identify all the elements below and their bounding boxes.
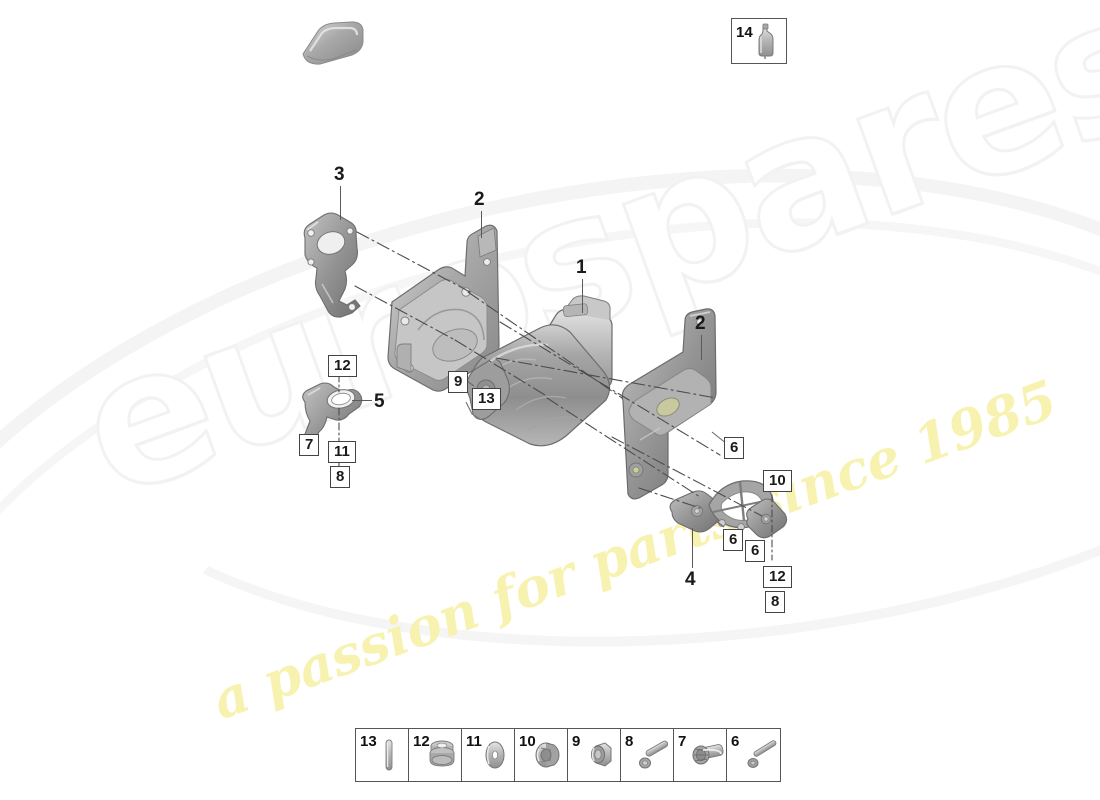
legend-item-13[interactable]: 13: [356, 729, 409, 781]
legend-item-10-number: 10: [519, 733, 536, 750]
callout-4-leader: [692, 528, 694, 568]
legend-item-7-number: 7: [678, 733, 687, 750]
assembly-axis-lines: [354, 231, 763, 517]
boxed-item-14: 14: [731, 18, 787, 64]
callout-8-right: 8: [765, 591, 786, 613]
slim-bolt-icon: [744, 734, 778, 776]
callout-5-label: 5: [374, 391, 385, 412]
legend-item-13-number: 13: [360, 733, 377, 750]
callout-6-lower: 6: [745, 540, 766, 562]
part-4-lower-support-bracket: [669, 480, 788, 539]
callout-8-left: 8: [330, 466, 351, 488]
callout-1-label: 1: [576, 257, 587, 278]
callout-2-right-leader: [701, 335, 703, 360]
hardware-legend: 13 12 11: [355, 728, 781, 782]
callout-10: 10: [763, 470, 792, 492]
oval-cover-part: [302, 21, 364, 65]
legend-item-7[interactable]: 7: [674, 729, 727, 781]
part-3-upper-support-bracket: [303, 212, 361, 318]
legend-item-6-number: 6: [731, 733, 740, 750]
callout-11: 11: [328, 441, 356, 463]
washer-icon: [478, 734, 512, 776]
legend-item-6[interactable]: 6: [727, 729, 780, 781]
legend-item-9-number: 9: [572, 733, 581, 750]
callout-2-left-label: 2: [474, 189, 485, 210]
legend-item-9[interactable]: 9: [568, 729, 621, 781]
legend-item-11-number: 11: [466, 733, 482, 750]
flanged-bush-icon: [531, 734, 565, 776]
callout-12-left: 12: [328, 355, 357, 377]
hex-nut-sleeve-icon: [584, 734, 618, 776]
callout-7: 7: [299, 434, 320, 456]
callout-6-upper: 6: [724, 437, 745, 459]
legend-item-12[interactable]: 12: [409, 729, 462, 781]
dowel-pin-icon: [372, 734, 406, 776]
legend-item-12-number: 12: [413, 733, 430, 750]
rubber-grommet-icon: [425, 734, 459, 776]
legend-item-8-number: 8: [625, 733, 634, 750]
long-bolt-icon: [637, 734, 671, 776]
callout-2-left-leader: [481, 211, 483, 238]
callout-6-mid: 6: [723, 529, 744, 551]
callout-2-right-label: 2: [695, 313, 706, 334]
callout-13: 13: [472, 388, 501, 410]
boxed-item-14-number: 14: [736, 24, 753, 41]
legend-item-8[interactable]: 8: [621, 729, 674, 781]
legend-item-11[interactable]: 11: [462, 729, 515, 781]
oil-bottle-icon: [758, 23, 774, 59]
callout-9: 9: [448, 371, 469, 393]
callout-3-leader: [340, 186, 342, 220]
callout-5-leader: [352, 400, 372, 402]
callout-1-leader: [582, 279, 584, 313]
callout-3-label: 3: [334, 164, 345, 185]
callout-4-label: 4: [685, 569, 696, 590]
legend-item-10[interactable]: 10: [515, 729, 568, 781]
callout-12-right: 12: [763, 566, 792, 588]
flanged-bolt-icon: [690, 734, 724, 776]
part-2-compressor-bracket-right: [621, 308, 717, 500]
